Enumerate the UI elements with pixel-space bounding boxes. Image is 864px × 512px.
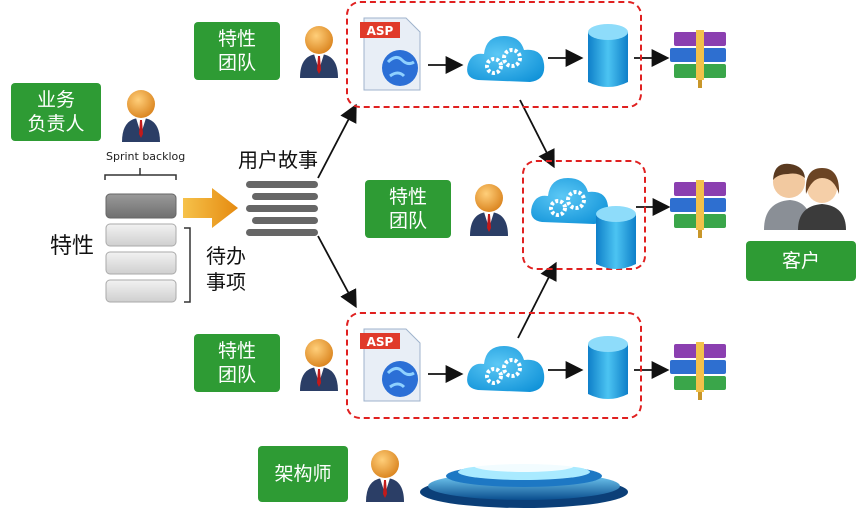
backlog-stack-icon xyxy=(105,193,177,303)
feature-team-box-bottom: 特性 团队 xyxy=(194,334,280,392)
business-owner-label: 业务 负责人 xyxy=(27,89,85,135)
cloud-gears-icon xyxy=(467,346,545,392)
svg-text:ASP: ASP xyxy=(367,335,394,349)
backlog-top-bracket xyxy=(104,174,177,180)
cloud-gears-icon xyxy=(531,178,609,224)
customer-label: 客户 xyxy=(781,250,820,272)
user-story-label: 用户故事 xyxy=(238,148,318,172)
books-icon xyxy=(670,342,726,400)
sprint-backlog-label: Sprint backlog xyxy=(106,150,186,163)
top-team-boundary xyxy=(346,1,642,108)
svg-text:ASP: ASP xyxy=(367,24,394,38)
database-icon xyxy=(588,24,628,87)
feature-team-box-top: 特性 团队 xyxy=(194,22,280,80)
person-icon xyxy=(300,339,338,391)
database-icon xyxy=(596,206,636,269)
customer-box: 客户 xyxy=(746,241,856,281)
platform-disc-icon xyxy=(420,460,628,508)
customer-people-icon xyxy=(764,163,846,230)
feature-label: 特性 xyxy=(50,234,95,259)
person-icon xyxy=(470,184,508,236)
orange-arrow xyxy=(183,188,238,228)
asp-globe-icon: ASP xyxy=(360,17,421,91)
user-story-stack-icon xyxy=(246,181,318,236)
person-icon xyxy=(300,26,338,78)
person-icon xyxy=(366,450,404,502)
books-icon xyxy=(670,180,726,238)
architect-label: 架构师 xyxy=(274,463,332,485)
architect-box: 架构师 xyxy=(258,446,348,502)
books-icon xyxy=(670,30,726,88)
backlog-items-label: 待办 事项 xyxy=(206,244,246,294)
database-icon xyxy=(588,336,628,399)
arrow-top-to-middle xyxy=(519,99,555,169)
asp-globe-icon: ASP xyxy=(360,328,421,402)
business-owner-box: 业务 负责人 xyxy=(11,83,101,141)
arrow-bottom-to-middle xyxy=(517,261,557,339)
feature-team-label: 特性 团队 xyxy=(217,340,256,386)
feature-team-label: 特性 团队 xyxy=(217,28,256,74)
person-icon xyxy=(122,90,160,142)
feature-team-label: 特性 团队 xyxy=(388,186,427,232)
feature-team-box-middle: 特性 团队 xyxy=(365,180,451,238)
cloud-gears-icon xyxy=(467,36,545,82)
backlog-side-bracket xyxy=(184,227,191,303)
bottom-team-boundary xyxy=(346,312,642,419)
arrow-to-top-team xyxy=(317,103,357,179)
arrow-to-bottom-team xyxy=(317,235,357,309)
middle-team-boundary xyxy=(522,160,646,270)
